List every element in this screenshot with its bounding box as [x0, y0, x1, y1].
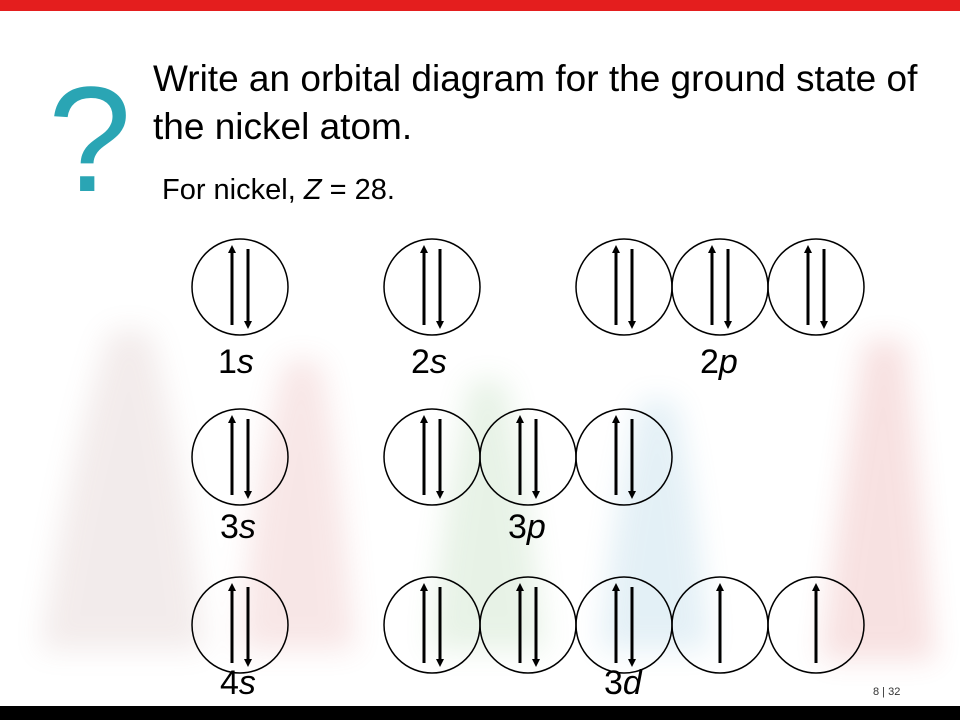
subshell-label-2s: 2s	[411, 342, 447, 382]
orbital-2s-1	[383, 238, 481, 336]
orbital-3p-2	[479, 408, 577, 506]
subshell-label-3s: 3s	[220, 507, 256, 547]
subshell-number: 3	[604, 664, 623, 702]
subtitle: For nickel, Z = 28.	[162, 170, 395, 210]
subshell-label-4s: 4s	[220, 663, 256, 703]
subshell-number: 2	[700, 343, 719, 381]
orbital-3p-1	[383, 408, 481, 506]
subshell-letter: p	[718, 343, 738, 381]
subtitle-variable: Z	[303, 174, 322, 206]
subshell-number: 3	[220, 508, 239, 546]
subshell-letter: s	[429, 343, 447, 381]
orbital-2p-1	[575, 238, 673, 336]
question-mark-icon: ?	[48, 55, 132, 223]
orbital-4s-1	[191, 576, 289, 674]
subshell-letter: s	[236, 343, 254, 381]
subshell-number: 3	[508, 508, 527, 546]
orbital-3d-3	[575, 576, 673, 674]
page-number: 8 | 32	[873, 686, 901, 698]
orbital-3d-5	[767, 576, 865, 674]
subshell-letter: p	[526, 508, 546, 546]
subshell-letter: d	[622, 664, 642, 702]
subshell-letter: s	[238, 664, 256, 702]
orbital-3s-1	[191, 408, 289, 506]
orbital-2p-2	[671, 238, 769, 336]
orbital-1s-1	[191, 238, 289, 336]
subtitle-prefix: For nickel,	[162, 174, 304, 206]
subshell-label-3d: 3d	[604, 663, 642, 703]
orbital-3d-2	[479, 576, 577, 674]
subshell-number: 1	[218, 343, 237, 381]
bottom-bar	[0, 706, 960, 720]
orbital-3d-1	[383, 576, 481, 674]
subshell-number: 2	[411, 343, 430, 381]
subshell-label-1s: 1s	[218, 342, 254, 382]
top-accent-bar	[0, 0, 960, 11]
subshell-number: 4	[220, 664, 239, 702]
slide-title: Write an orbital diagram for the ground …	[153, 58, 918, 147]
subshell-label-2p: 2p	[700, 342, 738, 382]
orbital-3p-3	[575, 408, 673, 506]
subtitle-suffix: = 28.	[321, 174, 395, 206]
orbital-2p-3	[767, 238, 865, 336]
subshell-label-3p: 3p	[508, 507, 546, 547]
subshell-letter: s	[238, 508, 256, 546]
